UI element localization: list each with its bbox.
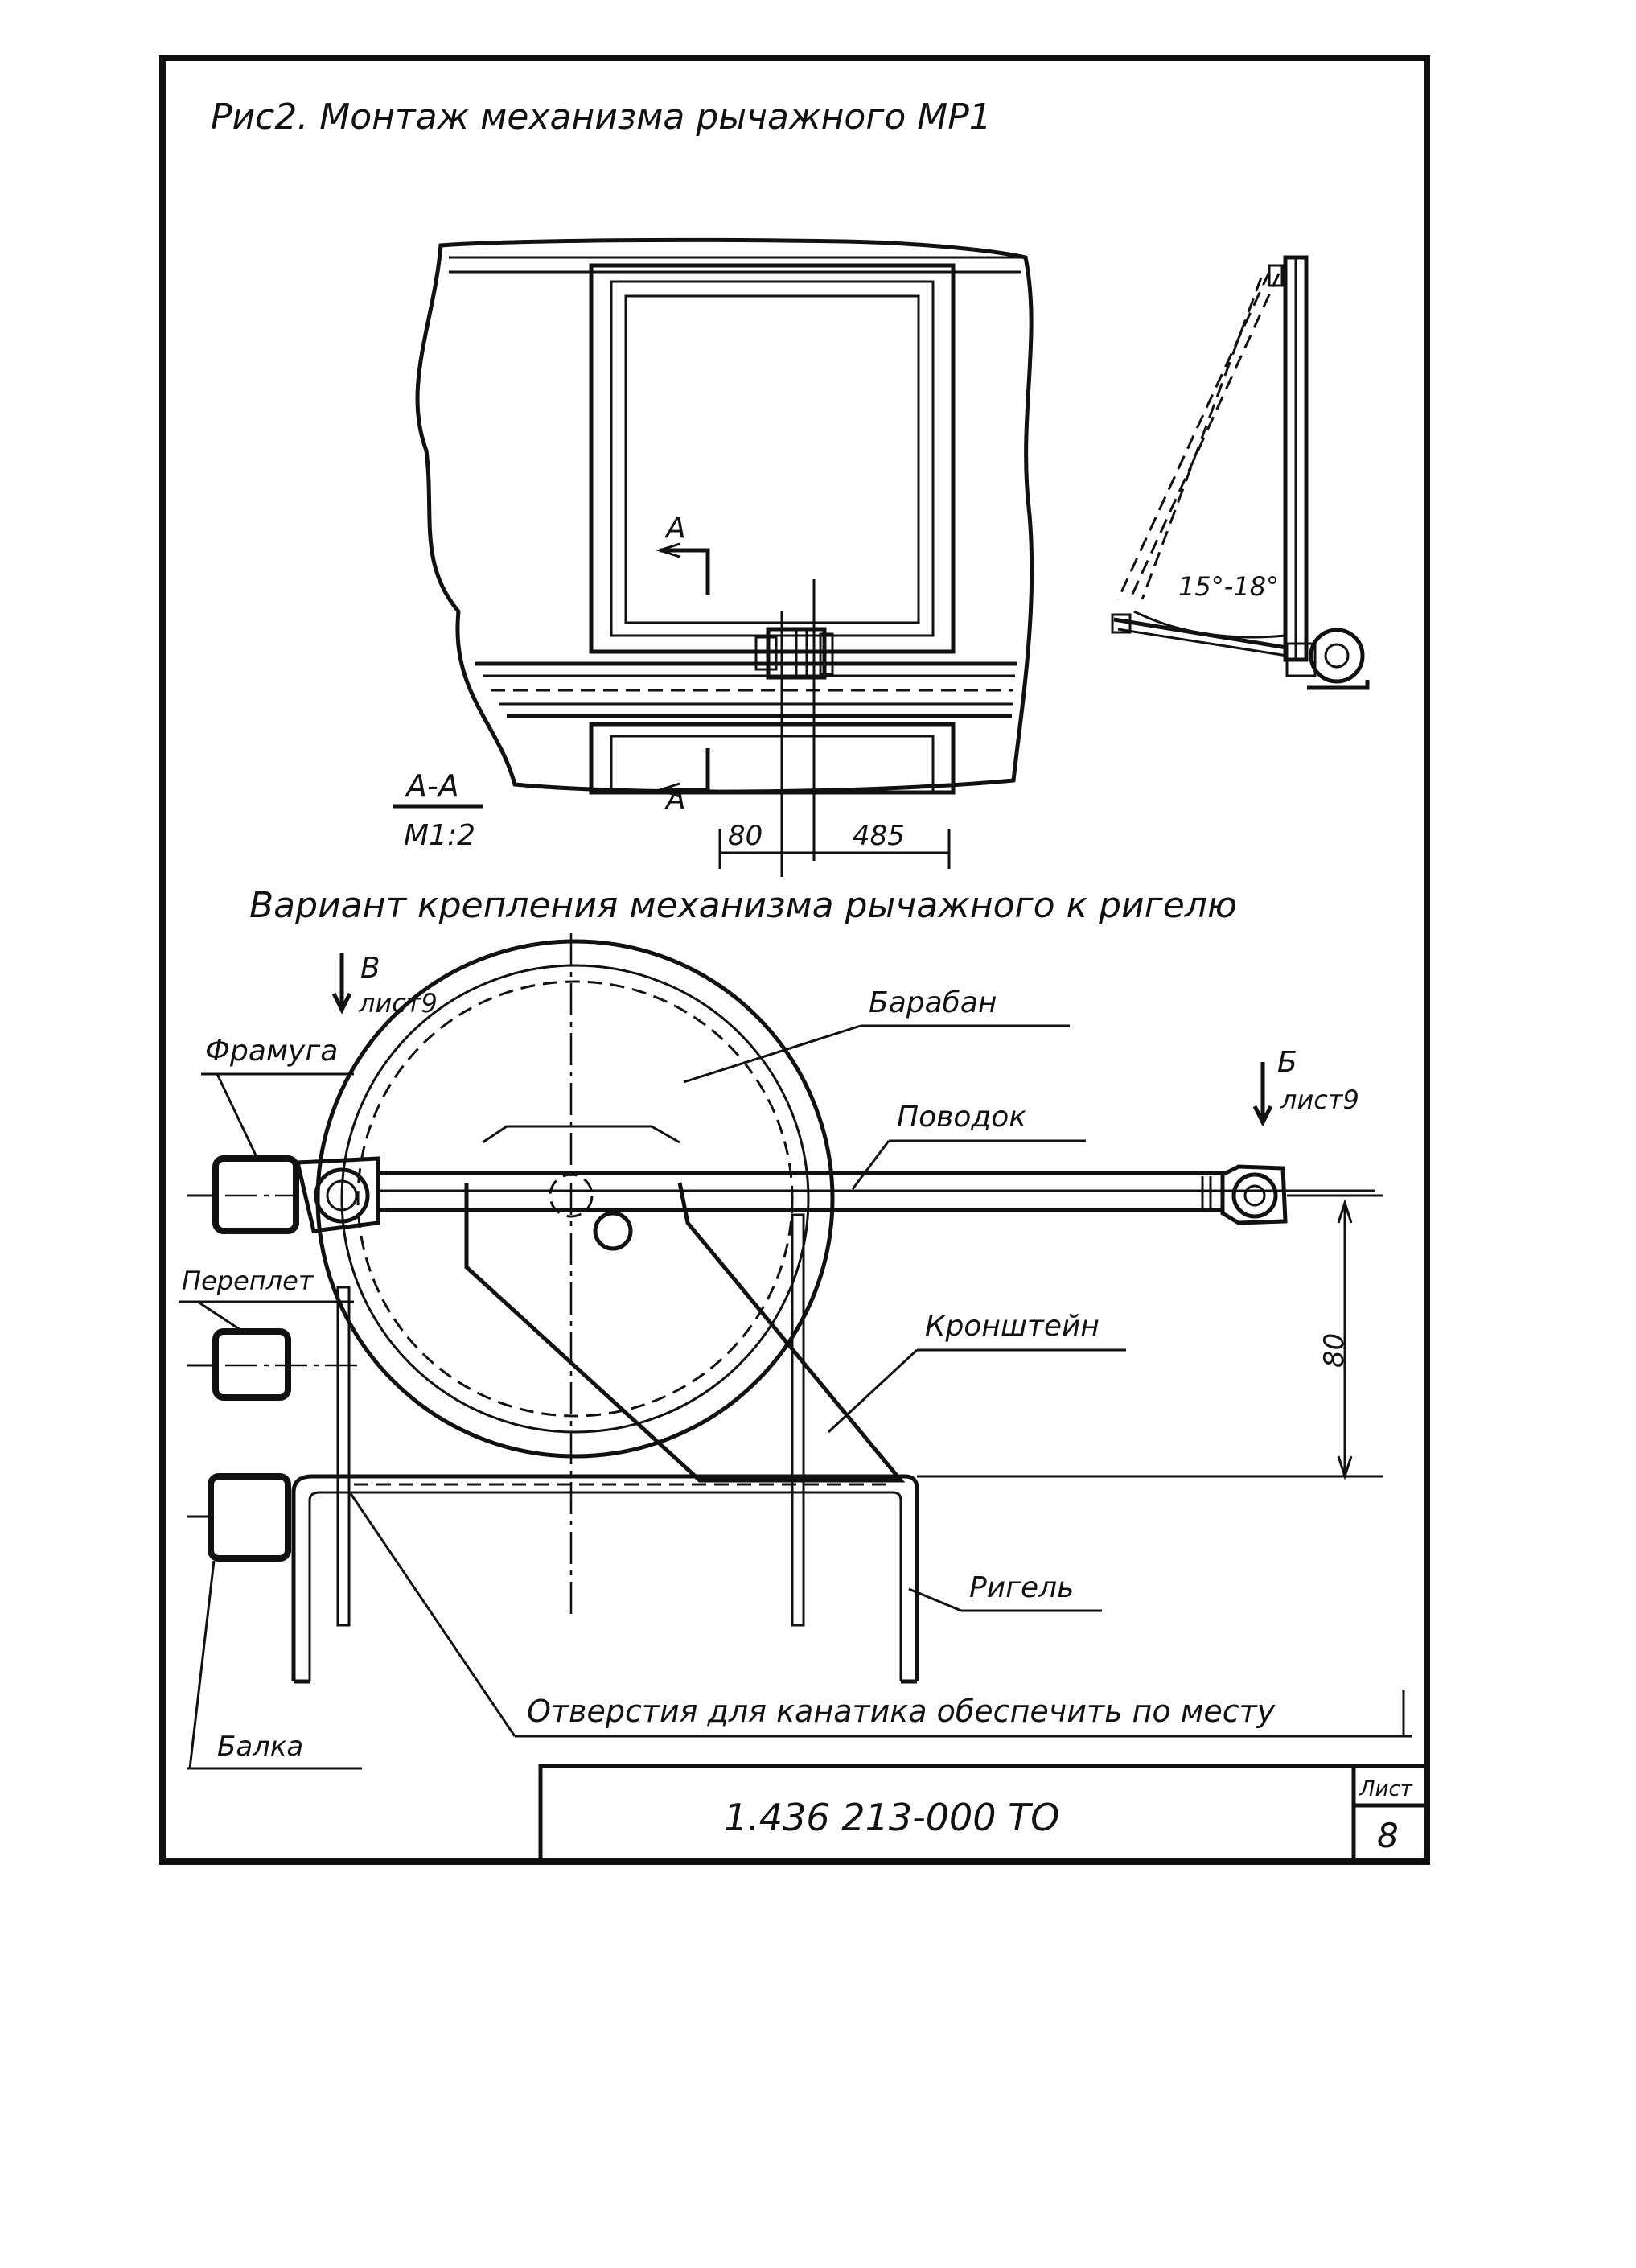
sheet-frame xyxy=(159,55,1430,1865)
sheet-number: 8 xyxy=(1377,1816,1399,1855)
dim-80-right: 80 xyxy=(1318,1333,1350,1368)
window-top-view: А А 80 485 А-А М1:2 xyxy=(393,237,1034,877)
label-kronshtein: Кронштейн xyxy=(925,1310,1100,1343)
label-rigel: Ригель xyxy=(969,1571,1074,1604)
view-arrow-left-sheet: лист9 xyxy=(358,988,438,1019)
doc-number: 1.436 213-000 ТО xyxy=(724,1796,1059,1839)
view-arrow-right-letter: Б xyxy=(1277,1046,1297,1079)
section-label: А-А xyxy=(404,768,459,804)
label-framuga: Фрамуга xyxy=(205,1035,338,1068)
label-baraban: Барабан xyxy=(869,986,997,1019)
drum-outer xyxy=(315,939,835,1459)
section-mark-top: А xyxy=(664,512,686,545)
label-holes-note: Отверстия для канатика обеспечить по мес… xyxy=(527,1694,1276,1729)
dim-485: 485 xyxy=(853,820,905,852)
rigel-channel xyxy=(291,1474,919,1681)
label-povodok: Поводок xyxy=(897,1101,1026,1134)
detail-view: 80 В лист9 Б лист9 Барабан Поводок Кронш… xyxy=(179,933,1412,1770)
angle-label: 15°-18° xyxy=(1178,571,1279,602)
side-view-angle: 15°-18° xyxy=(1111,255,1370,690)
drum-inner-dashed xyxy=(356,980,794,1418)
title-block: 1.436 213-000 ТО Лист 8 xyxy=(538,1764,1429,1864)
sheet-label: Лист xyxy=(1359,1777,1413,1801)
label-balka: Балка xyxy=(217,1731,303,1763)
section-scale: М1:2 xyxy=(404,819,475,852)
breakout-outline xyxy=(415,237,1034,794)
sash-inner xyxy=(610,280,935,637)
dim-80-top: 80 xyxy=(728,820,763,852)
bracket xyxy=(464,1182,906,1483)
view-arrow-left-letter: В xyxy=(360,952,380,985)
drum-mid xyxy=(340,964,810,1434)
section-title: Вариант крепления механизма рычажного к … xyxy=(249,885,1237,926)
figure-title: Рис2. Монтаж механизма рычажного МР1 xyxy=(211,97,992,138)
balka-profile xyxy=(208,1473,291,1562)
label-pereplet: Переплет xyxy=(182,1266,314,1296)
sash-outer xyxy=(589,263,956,654)
view-arrow-right-sheet: лист9 xyxy=(1280,1085,1359,1115)
